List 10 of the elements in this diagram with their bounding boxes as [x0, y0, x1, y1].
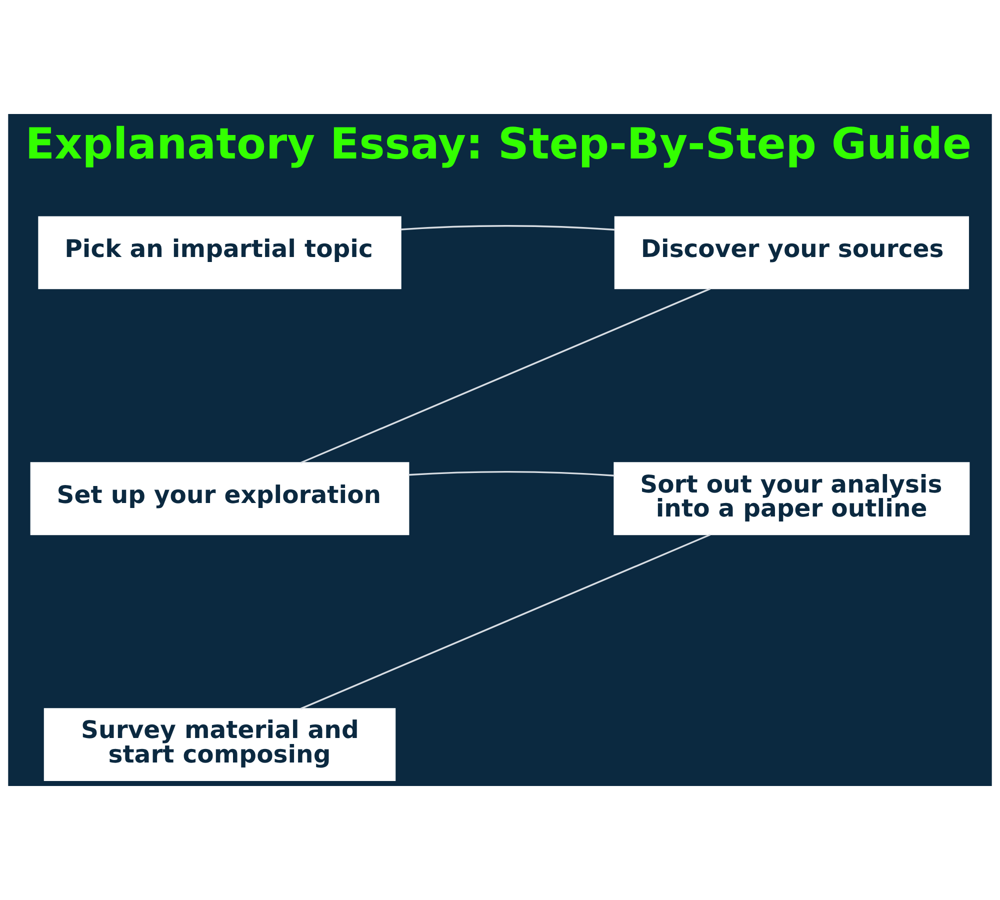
- node-box: Sort out your analysis into a paper outline: [614, 462, 970, 536]
- connector: [400, 225, 615, 231]
- node-box: Survey material and start composing: [44, 708, 396, 781]
- connector: [408, 470, 614, 477]
- connector: [300, 534, 711, 710]
- node-box: Set up your exploration: [30, 462, 410, 536]
- connector: [300, 288, 711, 464]
- node-box: Pick an impartial topic: [38, 216, 402, 290]
- diagram-title: Explanatory Essay: Step-By-Step Guide: [25, 119, 972, 170]
- node-box: Discover your sources: [614, 216, 969, 290]
